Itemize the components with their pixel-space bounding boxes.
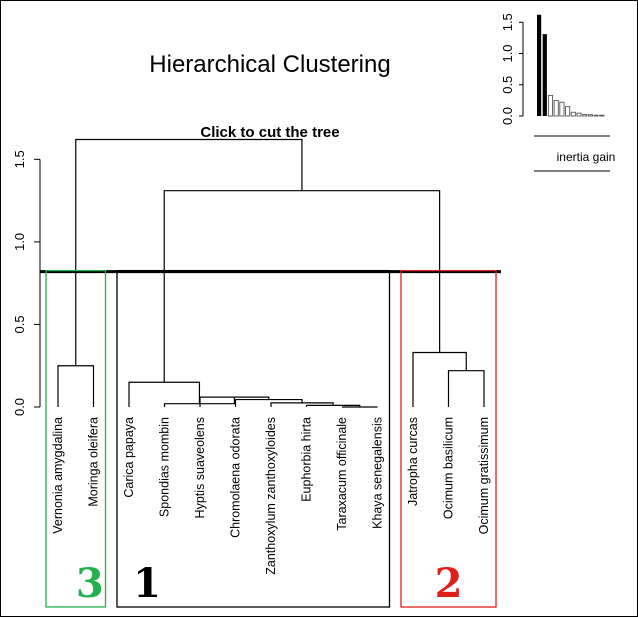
leaf-label: Jatropha curcas [406, 417, 420, 506]
dendrogram-branch[interactable] [412, 351, 467, 407]
leaf-labels: Vernonia amygdalina Moringa oleifera Caric… [51, 417, 491, 575]
leaf-label: Khaya senegalensis [371, 417, 385, 529]
dendrogram-tree[interactable] [57, 138, 485, 408]
y-tick-label: 1.5 [12, 150, 27, 168]
leaf-label: Hyptis suaveolens [193, 417, 207, 518]
y-tick-label: 1.0 [12, 233, 27, 251]
leaf-label: Vernonia amygdalina [51, 417, 65, 534]
leaf-label: Chromolaena odorata [229, 417, 243, 538]
inertia-gain-label: inertia gain [557, 150, 616, 164]
inset-y-tick-label: 0.5 [500, 76, 515, 94]
inertia-gain-bar [593, 114, 599, 117]
inertia-gain-bar [542, 34, 547, 116]
chart-title: Hierarchical Clustering [149, 51, 390, 78]
leaf-label: Ocimum gratissimum [477, 417, 491, 534]
inertia-gain-bar [553, 99, 559, 117]
dendrogram-branch[interactable] [163, 190, 441, 383]
dendrogram-branch[interactable] [57, 365, 95, 407]
inset-y-tick-label: 1.0 [500, 44, 515, 62]
leaf-label: Carica papaya [122, 417, 136, 498]
inertia-gain-bar [587, 114, 593, 117]
chart-subtitle[interactable]: Click to cut the tree [200, 124, 339, 141]
inset-y-tick-label: 1.5 [500, 13, 515, 31]
y-tick-label: 0.0 [12, 398, 27, 416]
cluster-box [400, 269, 497, 608]
inset-y-tick-label: 0.0 [500, 107, 515, 125]
inertia-gain-inset: 0.0 0.5 1.0 1.5 [500, 13, 610, 172]
inertia-gain-bar [565, 106, 571, 117]
dendrogram-branch[interactable] [75, 138, 303, 366]
leaf-label: Taraxacum officinale [335, 417, 349, 531]
cluster-number: 1 [133, 560, 161, 607]
inertia-gain-bar [547, 94, 554, 117]
leaf-label: Moringa oleifera [87, 417, 101, 507]
leaf-label: Spondias mombin [158, 417, 172, 517]
inertia-gain-bar [576, 112, 582, 117]
y-axis: 0.0 0.5 1.0 1.5 [12, 150, 41, 416]
inertia-gain-bar [570, 111, 576, 117]
cluster-box [116, 269, 391, 608]
inertia-gain-bar [559, 101, 565, 117]
inertia-gain-bar [599, 114, 605, 117]
leaf-label: Euphorbia hirta [300, 417, 314, 502]
leaf-label: Zanthoxylum zanthoxyloides [264, 417, 278, 575]
inertia-gain-bar [582, 113, 588, 117]
cluster-number: 2 [435, 560, 463, 607]
leaf-label: Ocimum basilicum [442, 417, 456, 519]
cluster-box [45, 269, 107, 608]
dendrogram-branch[interactable] [447, 370, 485, 407]
y-tick-label: 0.5 [12, 315, 27, 333]
cluster-number: 3 [76, 560, 104, 607]
inertia-gain-bar [537, 14, 542, 116]
